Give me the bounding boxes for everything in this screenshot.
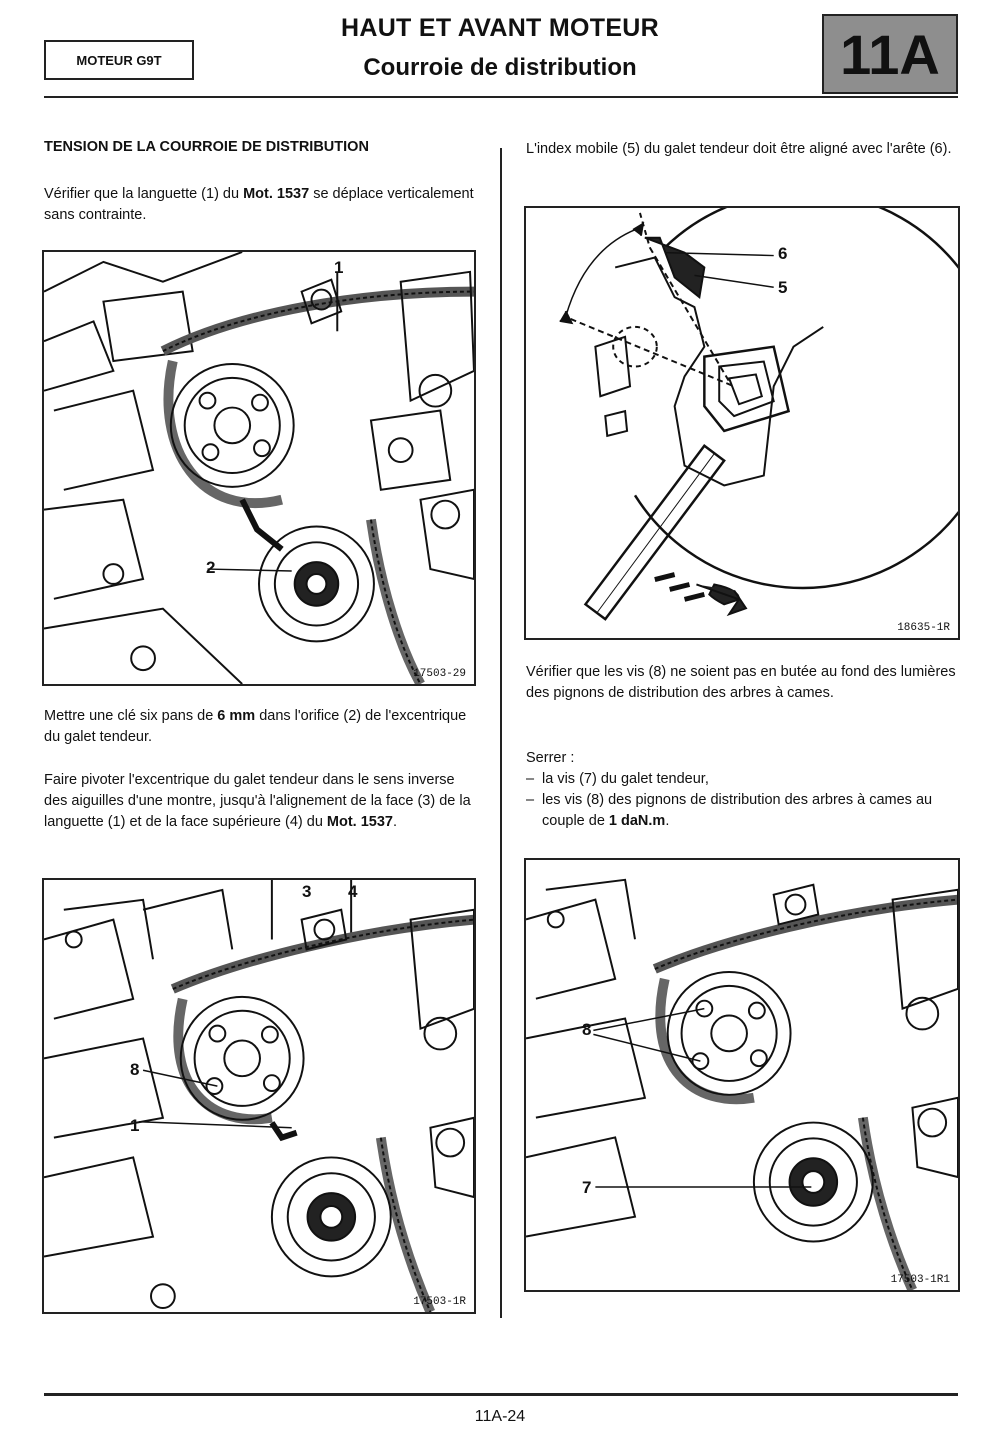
figure-ref: 17503-29: [413, 668, 466, 680]
figure-engine-tensioner-2: 3 4 8 1 17503-1R: [42, 878, 476, 1314]
callout-8: 8: [130, 1060, 140, 1079]
callout-8b: 8: [582, 1020, 592, 1039]
section-heading: TENSION DE LA COURROIE DE DISTRIBUTION: [44, 139, 369, 155]
figure-engine-tensioner-3: 8 7 17503-1R1: [524, 858, 960, 1292]
left-paragraph-1: Vérifier que la languette (1) du Mot. 15…: [44, 186, 474, 223]
tighten-list: la vis (7) du galet tendeur, les vis (8)…: [526, 769, 956, 832]
tighten-instructions: Serrer : la vis (7) du galet tendeur, le…: [526, 748, 956, 832]
list-item: les vis (8) des pignons de distribution …: [526, 790, 956, 832]
engine-drawing-2: [44, 880, 474, 1312]
callout-1b: 1: [130, 1116, 140, 1135]
page-title: HAUT ET AVANT MOTEUR: [340, 14, 659, 42]
left-paragraph-2: Mettre une clé six pans de 6 mm dans l'o…: [44, 708, 467, 745]
right-paragraph-1: L'index mobile (5) du galet tendeur doit…: [526, 141, 952, 157]
section-tab: 11A: [822, 14, 958, 94]
callout-3: 3: [302, 882, 312, 901]
right-paragraph-2: Vérifier que les vis (8) ne soient pas e…: [526, 664, 956, 701]
engine-drawing-1: [44, 252, 474, 684]
figure-engine-tensioner-1: 1 2 17503-29: [42, 250, 476, 686]
header-divider: [44, 96, 958, 98]
index-drawing: [559, 208, 958, 621]
callout-4: 4: [348, 882, 358, 901]
column-divider: [500, 148, 502, 1318]
left-paragraph-3: Faire pivoter l'excentrique du galet ten…: [44, 772, 471, 830]
callout-5: 5: [778, 278, 788, 297]
figure-ref: 17503-1R: [413, 1296, 466, 1308]
engine-label: MOTEUR G9T: [44, 40, 194, 80]
figure-ref: 18635-1R: [897, 622, 950, 634]
list-item: la vis (7) du galet tendeur,: [526, 769, 956, 790]
callout-2: 2: [206, 558, 216, 577]
callout-1: 1: [334, 258, 344, 277]
page-number: 11A-24: [474, 1408, 526, 1425]
tighten-label: Serrer :: [526, 750, 575, 766]
figure-index-alignment: 6 5 18635-1R: [524, 206, 960, 640]
page-subtitle: Courroie de distribution: [363, 54, 637, 81]
figure-ref: 17503-1R1: [890, 1274, 950, 1286]
engine-drawing-3: [526, 878, 958, 1290]
callout-6: 6: [778, 244, 788, 263]
footer-divider: [44, 1393, 958, 1396]
callout-7: 7: [582, 1178, 592, 1197]
